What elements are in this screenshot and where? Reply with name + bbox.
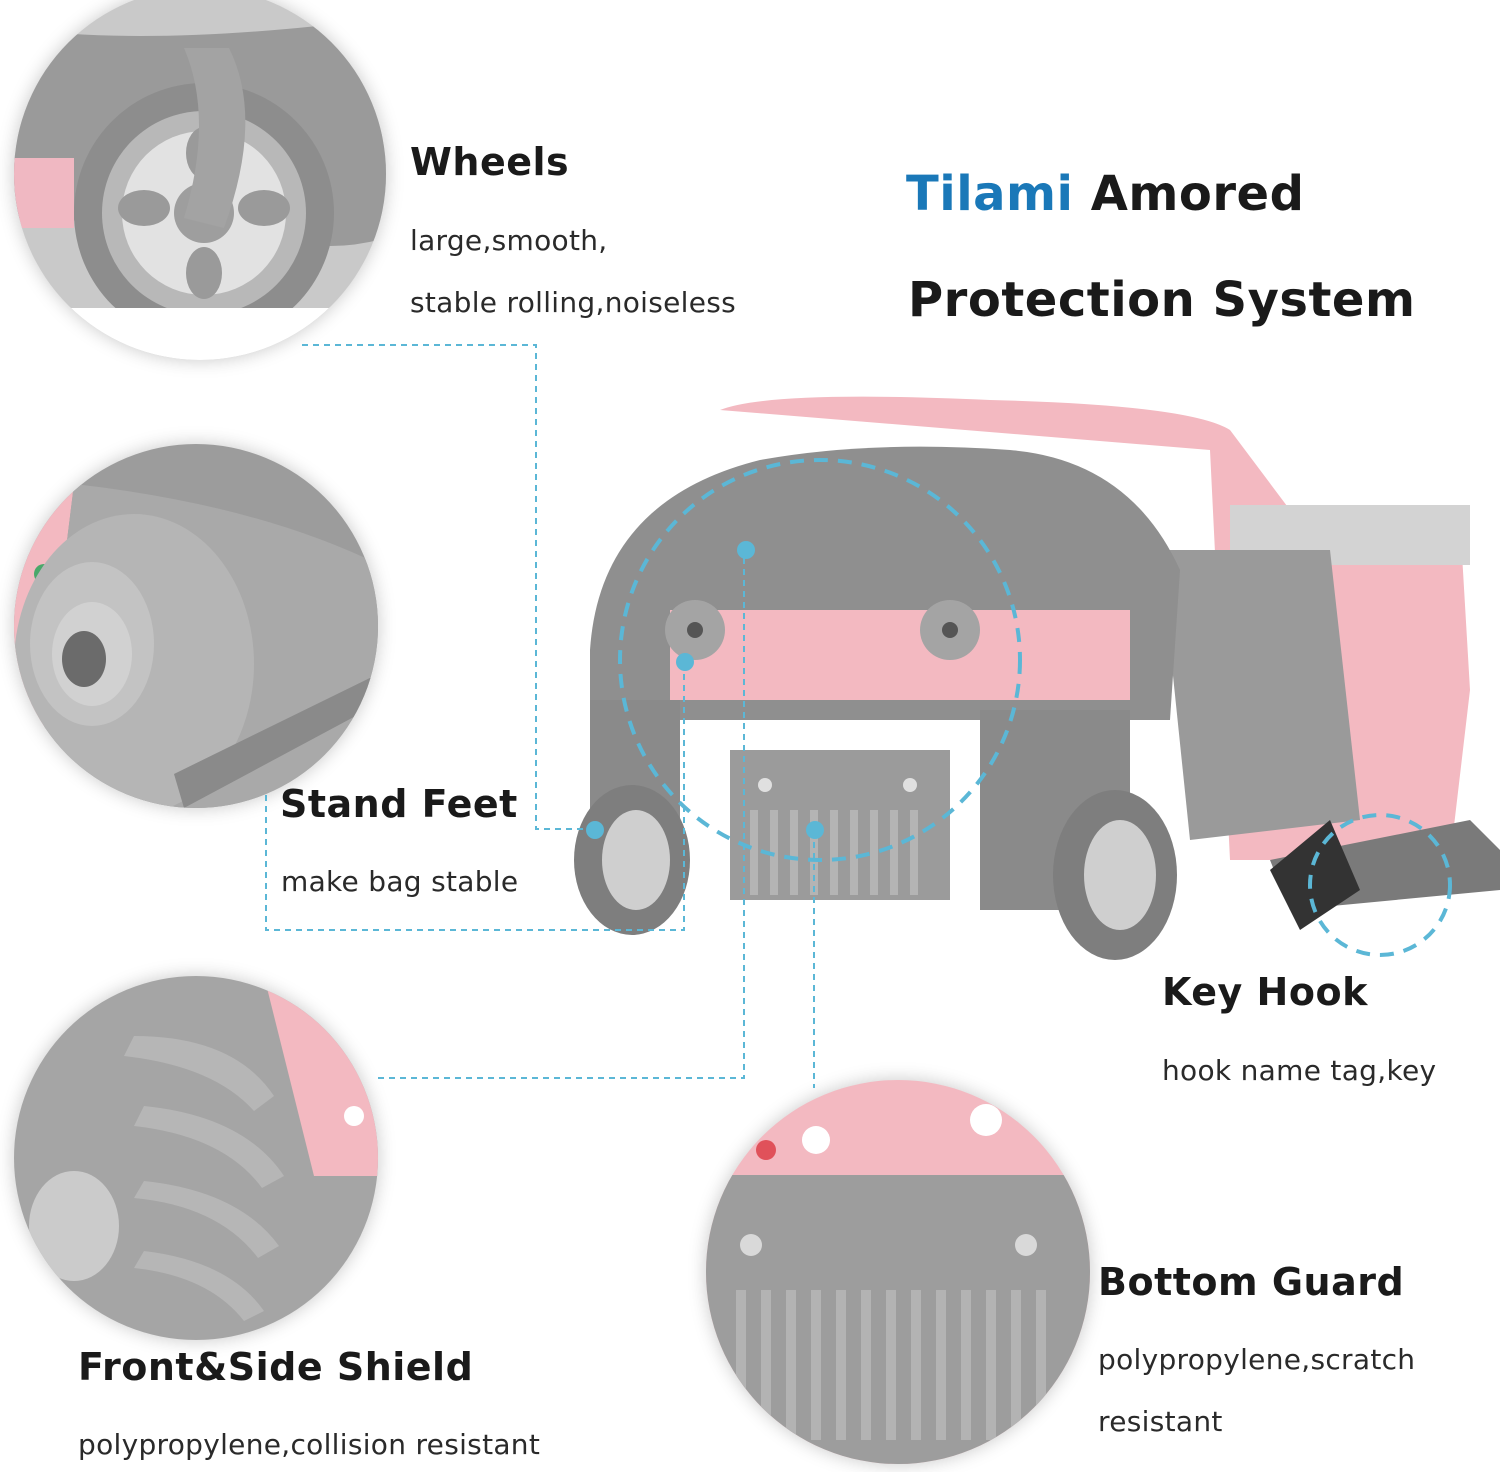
stand-feet-description: make bag stable (281, 865, 519, 898)
wheels-description-line-2: stable rolling,noiseless (410, 286, 737, 319)
title-line-1: Tilami Amored (906, 166, 1304, 222)
bottom-guard-closeup-illustration (706, 1080, 1090, 1464)
wheel-closeup-illustration (14, 0, 386, 360)
wheels-heading: Wheels (410, 140, 570, 184)
key-hook-description: hook name tag,key (1162, 1054, 1437, 1087)
brand-name: Tilami (906, 166, 1074, 222)
shield-closeup-illustration (14, 976, 378, 1340)
front-side-shield-heading: Front&Side Shield (78, 1345, 474, 1389)
front-side-shield-description: polypropylene,collision resistant (78, 1428, 541, 1461)
shield-closeup-image (14, 976, 378, 1340)
bottom-guard-description-line-2: resistant (1098, 1405, 1223, 1438)
wheels-description-line-1: large,smooth, (410, 224, 608, 257)
title-line-1-rest: Amored (1073, 166, 1305, 222)
bottom-guard-closeup-image (706, 1080, 1090, 1464)
title-line-2: Protection System (908, 272, 1416, 328)
stand-feet-closeup-illustration (14, 444, 378, 808)
stand-feet-closeup-image (14, 444, 378, 808)
bottom-guard-description-line-1: polypropylene,scratch (1098, 1343, 1416, 1376)
bottom-guard-heading: Bottom Guard (1098, 1260, 1405, 1304)
key-hook-heading: Key Hook (1162, 970, 1368, 1014)
wheel-closeup-image (14, 0, 386, 360)
stand-feet-heading: Stand Feet (280, 782, 518, 826)
backpack-main-image (574, 396, 1500, 960)
